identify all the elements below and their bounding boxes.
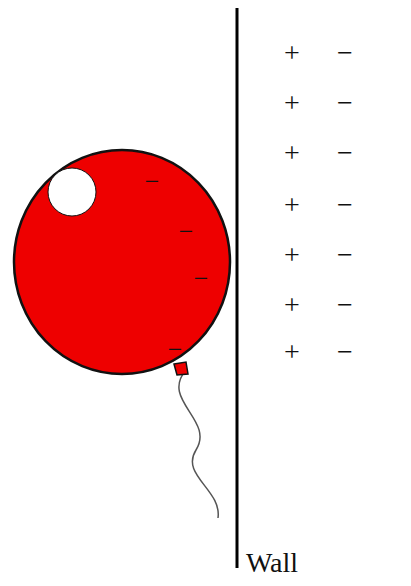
charge-sign: − [337,241,353,269]
charge-sign: − [179,219,194,245]
charge-sign: − [337,139,353,167]
charge-sign: − [337,291,353,319]
balloon-highlight [48,168,96,216]
charge-sign: − [194,266,209,292]
wall-line [236,8,239,568]
charge-sign: + [284,338,300,366]
balloon-string [179,370,218,518]
charge-sign: + [284,39,300,67]
charge-sign: − [168,337,183,363]
wall-label: Wall [246,549,298,577]
charge-sign: + [284,291,300,319]
charge-sign: + [284,139,300,167]
charge-sign: + [284,241,300,269]
charge-sign: − [337,39,353,67]
charge-sign: − [145,169,160,195]
charge-sign: + [284,89,300,117]
charge-sign: − [337,89,353,117]
charge-sign: + [284,191,300,219]
balloon-body [14,150,230,374]
charge-sign: − [337,338,353,366]
balloon-knot [174,362,188,375]
charge-sign: − [337,191,353,219]
